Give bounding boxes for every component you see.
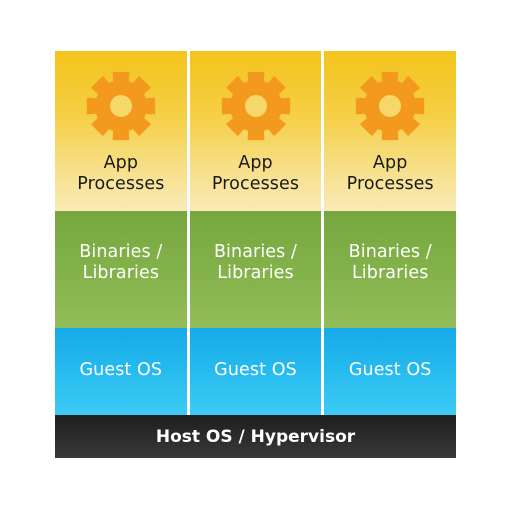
binaries-label-line2: Libraries	[351, 262, 429, 283]
guest-os-label: Guest OS	[79, 360, 163, 380]
binaries-label-line2: Libraries	[82, 262, 160, 283]
app-label-line1: App	[103, 153, 139, 173]
app-processes-label: App Processes	[77, 153, 164, 195]
binaries-label-line1: Binaries /	[79, 241, 163, 262]
guest-os-layer: Guest OS	[55, 328, 187, 415]
gear-icon	[353, 69, 427, 143]
binaries-libraries-layer: Binaries / Libraries	[189, 211, 322, 328]
app-label-line1: App	[372, 153, 408, 173]
app-processes-layer: App Processes	[324, 51, 457, 211]
app-label-line2: Processes	[77, 174, 165, 194]
guest-os-label: Guest OS	[214, 360, 297, 380]
vm-architecture-diagram: App Processes Binaries / Libraries Guest…	[55, 51, 457, 458]
gear-icon	[84, 69, 158, 143]
binaries-label-line1: Binaries /	[348, 241, 432, 262]
vm-column-2: App Processes Binaries / Libraries Guest…	[189, 51, 322, 415]
guest-os-layer: Guest OS	[189, 328, 322, 415]
app-label-line2: Processes	[211, 174, 300, 194]
host-os-label: Host OS / Hypervisor	[155, 426, 356, 447]
guest-os-layer: Guest OS	[324, 328, 457, 415]
binaries-libraries-layer: Binaries / Libraries	[55, 211, 187, 328]
vm-column-3: App Processes Binaries / Libraries Guest…	[324, 51, 457, 415]
app-processes-layer: App Processes	[189, 51, 322, 211]
app-processes-label: App Processes	[212, 153, 299, 195]
app-processes-label: App Processes	[347, 153, 434, 195]
app-label-line2: Processes	[346, 174, 434, 194]
vm-columns: App Processes Binaries / Libraries Guest…	[55, 51, 457, 415]
app-processes-layer: App Processes	[55, 51, 187, 211]
guest-os-label: Guest OS	[348, 360, 432, 380]
host-os-hypervisor-layer: Host OS / Hypervisor	[55, 415, 456, 458]
vm-column-1: App Processes Binaries / Libraries Guest…	[55, 51, 187, 415]
app-label-line1: App	[238, 153, 273, 173]
binaries-libraries-layer: Binaries / Libraries	[324, 211, 457, 328]
binaries-label-line1: Binaries /	[213, 241, 298, 262]
binaries-label-line2: Libraries	[217, 262, 294, 283]
gear-icon	[219, 69, 293, 143]
